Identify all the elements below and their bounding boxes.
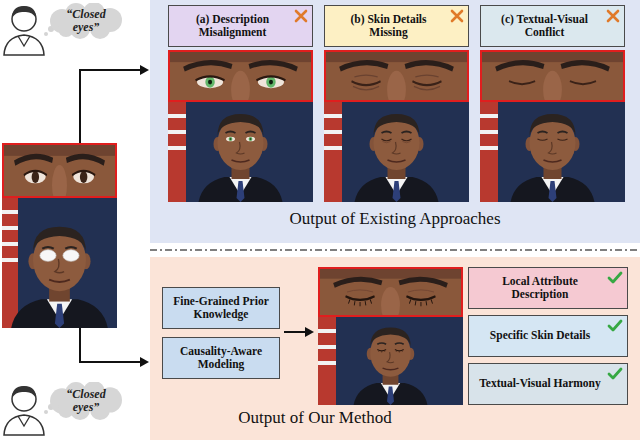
result-b bbox=[324, 50, 469, 202]
result-ours bbox=[318, 267, 463, 405]
check-mark bbox=[607, 271, 623, 285]
module-box: Fine-Grained Prior Knowledge bbox=[162, 287, 280, 329]
thought-dot bbox=[44, 410, 48, 414]
thought-bubble: “Closed eyes” bbox=[48, 3, 124, 39]
failure-label: (b) Skin Details Missing bbox=[324, 5, 469, 47]
result-a bbox=[168, 50, 313, 202]
input-image bbox=[2, 143, 117, 328]
panel-title: Output of Our Method bbox=[150, 408, 480, 428]
box-label: Causality-Aware Modeling bbox=[169, 345, 273, 371]
panel-title: Output of Existing Approaches bbox=[150, 209, 640, 229]
cross-mark bbox=[294, 9, 308, 23]
prompt-text: “Closed eyes” bbox=[57, 8, 115, 34]
separator-line bbox=[150, 249, 640, 250]
box-label: (b) Skin Details Missing bbox=[331, 13, 446, 39]
failure-label: (c) Textual-Visual Conflict bbox=[480, 5, 625, 47]
method-panel: Output of Our Method Fine-Grained Prior K… bbox=[150, 257, 640, 440]
box-label: Textual-Visual Harmony bbox=[479, 377, 601, 390]
box-label: (a) Description Misalignment bbox=[175, 13, 290, 39]
result-c bbox=[480, 50, 625, 202]
check-mark bbox=[607, 367, 623, 381]
baseline-panel: Output of Existing Approaches (a) Descrip… bbox=[150, 0, 640, 243]
flow-arrows bbox=[80, 70, 142, 362]
arrowhead bbox=[305, 327, 314, 337]
failure-label: (a) Description Misalignment bbox=[168, 5, 313, 47]
flow-arrow bbox=[284, 331, 307, 333]
user-icon bbox=[4, 386, 44, 435]
benefit-label: Local Attribute Description bbox=[468, 267, 628, 309]
arrowhead bbox=[140, 65, 149, 75]
cross-mark bbox=[450, 9, 464, 23]
thought-bubble: “Closed eyes” bbox=[48, 382, 124, 420]
benefit-label: Specific Skin Details bbox=[468, 315, 628, 357]
cross-mark bbox=[606, 9, 620, 23]
check-mark bbox=[607, 319, 623, 333]
box-label: (c) Textual-Visual Conflict bbox=[487, 13, 602, 39]
module-box: Causality-Aware Modeling bbox=[162, 337, 280, 379]
benefit-label: Textual-Visual Harmony bbox=[468, 363, 628, 405]
box-label: Fine-Grained Prior Knowledge bbox=[169, 295, 273, 321]
user-icon bbox=[4, 6, 44, 55]
box-label: Local Attribute Description bbox=[475, 275, 605, 301]
arrowhead bbox=[140, 357, 149, 367]
prompt-text: “Closed eyes” bbox=[57, 388, 115, 414]
thought-dot bbox=[44, 32, 48, 36]
box-label: Specific Skin Details bbox=[490, 329, 590, 342]
